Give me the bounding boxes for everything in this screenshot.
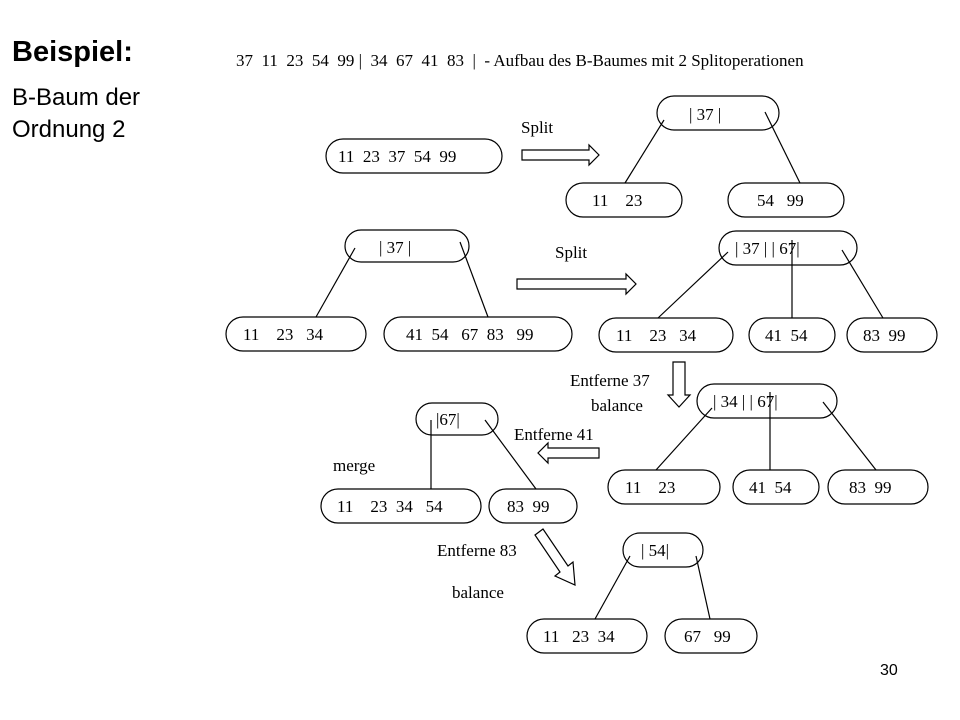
edge-n5-n7: [459, 241, 489, 318]
node-n7-label: 41 54 67 83 99: [406, 325, 534, 344]
arrow-split2: [516, 272, 637, 296]
edge-n5-n6: [315, 247, 356, 318]
label-remove41: Entferne 41: [514, 425, 594, 444]
slide-subtitle: B-Baum der Ordnung 2: [12, 82, 212, 146]
node-n14: [732, 469, 820, 505]
label-split2: Split: [555, 243, 587, 262]
edge-n8-n11: [841, 249, 884, 319]
arrow-split1: [521, 143, 600, 167]
node-n17: [320, 488, 482, 524]
node-n10-label: 41 54: [765, 326, 808, 345]
label-remove83: Entferne 83: [437, 541, 517, 560]
node-n12-label: | 34 | | 67|: [713, 392, 778, 411]
node-n5-label: | 37 |: [379, 238, 411, 257]
edge-n19-n21: [695, 555, 711, 620]
node-n11-label: 83 99: [863, 326, 906, 345]
node-n4-label: 54 99: [757, 191, 804, 210]
node-n21-label: 67 99: [684, 627, 731, 646]
node-n20: [526, 618, 648, 654]
node-n11: [846, 317, 938, 353]
edge-n19-n20: [594, 555, 631, 620]
edge-n2-n3: [624, 119, 665, 184]
node-n2: [656, 95, 780, 131]
label-balance2: balance: [452, 583, 504, 602]
slide-title: Beispiel:: [12, 36, 133, 68]
arrow-remove83: [534, 528, 576, 586]
node-n18-label: 83 99: [507, 497, 550, 516]
label-split1: Split: [521, 118, 553, 137]
node-n19: [622, 532, 704, 568]
edge-n2-n4: [764, 111, 801, 184]
node-n2-label: | 37 |: [689, 105, 721, 124]
node-n6-label: 11 23 34: [243, 325, 324, 344]
subtitle-line-2: Ordnung 2: [12, 116, 126, 143]
node-n19-label: | 54|: [641, 541, 669, 560]
node-n5: [344, 229, 470, 263]
subtitle-line-1: B-Baum der: [12, 84, 141, 111]
edge-n16-n18: [484, 419, 537, 490]
node-n4: [727, 182, 845, 218]
node-n21: [664, 618, 758, 654]
label-remove37: Entferne 37: [570, 371, 650, 390]
node-n1: [325, 138, 503, 174]
node-n8-label: | 37 | | 67|: [735, 239, 800, 258]
page-number: 30: [880, 662, 898, 679]
edge-n8-n9: [657, 251, 729, 319]
edge-n12-n13: [655, 407, 713, 471]
node-n17-label: 11 23 34 54: [337, 497, 443, 516]
node-n13-label: 11 23: [625, 478, 675, 497]
node-n16: [415, 402, 499, 436]
label-merge: merge: [333, 456, 375, 475]
label-balance1: balance: [591, 396, 643, 415]
node-n9: [598, 317, 734, 353]
node-n20-label: 11 23 34: [543, 627, 615, 646]
arrow-remove37: [666, 361, 692, 408]
diagram-heading: 37 11 23 54 99 | 34 67 41 83 | - Aufbau …: [236, 51, 804, 70]
arrow-remove41: [537, 441, 600, 465]
node-n3-label: 11 23: [592, 191, 642, 210]
node-n16-label: |67|: [436, 410, 460, 429]
node-n1-label: 11 23 37 54 99: [338, 147, 456, 166]
node-n15-label: 83 99: [849, 478, 892, 497]
node-n13: [607, 469, 721, 505]
node-n6: [225, 316, 367, 352]
node-n7: [383, 316, 573, 352]
node-n12: [696, 383, 838, 419]
node-n18: [488, 488, 578, 524]
node-n15: [827, 469, 929, 505]
node-n14-label: 41 54: [749, 478, 792, 497]
edge-n12-n15: [822, 401, 877, 471]
node-n9-label: 11 23 34: [616, 326, 697, 345]
node-n3: [565, 182, 683, 218]
node-n8: [718, 230, 858, 266]
